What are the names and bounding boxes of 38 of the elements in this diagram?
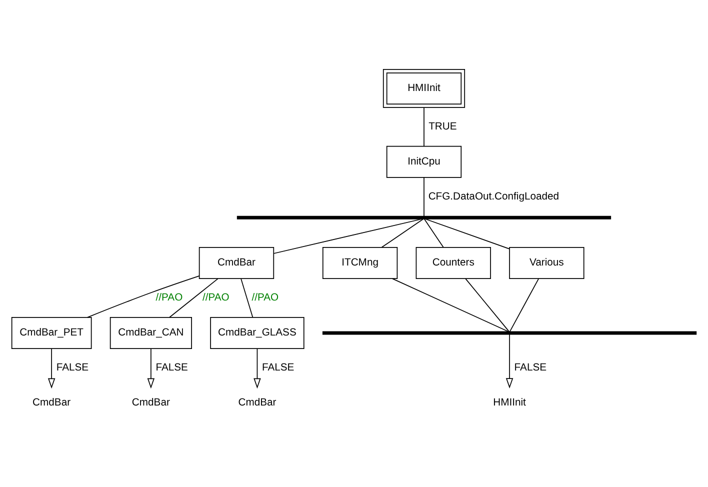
node-box: Various	[509, 246, 584, 278]
arrow	[147, 348, 155, 388]
node-box: CmdBar_GLASS	[210, 316, 304, 348]
node-bar	[236, 215, 612, 219]
edge-label: FALSE	[56, 362, 89, 374]
connector	[392, 278, 509, 332]
arrow	[48, 348, 56, 388]
connector	[509, 278, 540, 332]
edge-label: FALSE	[156, 362, 188, 374]
connector	[169, 278, 218, 318]
node-box: HMIInit	[382, 68, 466, 108]
node-text: CmdBar	[238, 397, 276, 408]
connector	[273, 218, 422, 254]
edge-label: //PAO	[202, 292, 230, 304]
node-text: CmdBar	[32, 397, 71, 408]
connector	[381, 218, 424, 248]
node-box: Counters	[416, 246, 491, 278]
arrow	[506, 333, 514, 388]
node-text: CmdBar	[132, 397, 170, 408]
edge-label: //PAO	[252, 292, 279, 304]
edge-label: CFG.DataOut.ConfigLoaded	[428, 191, 560, 202]
connector	[86, 275, 200, 318]
edge-label: FALSE	[262, 362, 294, 374]
node-box: InitCpu	[386, 145, 462, 178]
connector	[240, 278, 254, 318]
node-box: CmdBar_CAN	[110, 316, 192, 348]
arrow	[254, 348, 261, 388]
node-bar	[322, 330, 697, 334]
node-box: ITCMng	[322, 246, 398, 278]
edge-label: FALSE	[514, 362, 547, 374]
connector	[424, 218, 510, 249]
node-box: CmdBar_PET	[11, 316, 92, 348]
edge-label: TRUE	[428, 121, 457, 132]
connector	[465, 278, 510, 332]
connector	[424, 218, 444, 248]
node-text: HMIInit	[493, 397, 526, 408]
edge-label: //PAO	[156, 292, 183, 304]
node-box: CmdBar	[198, 246, 274, 278]
